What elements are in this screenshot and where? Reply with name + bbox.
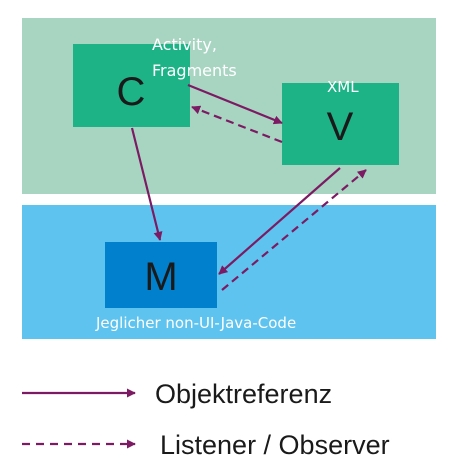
model-layer-band: [22, 205, 436, 339]
dashed-arrow-model-to-view: [221, 169, 367, 291]
legend-solid-label: Objektreferenz: [155, 379, 332, 409]
controller-caption-line-2: Fragments: [152, 61, 237, 80]
view-box: [282, 83, 399, 165]
arrow-controller-to-model: [130, 127, 163, 241]
model-caption: Jeglicher non-UI-Java-Code: [95, 314, 296, 332]
view-caption: XML: [327, 78, 359, 96]
controller-caption-line-1: Activity,: [152, 35, 217, 54]
model-letter: M: [144, 255, 177, 299]
legend-dashed-label: Listener / Observer: [160, 430, 390, 460]
controller-box: [73, 44, 190, 127]
arrow-controller-to-view: [187, 83, 283, 125]
dashed-arrow-view-to-controller: [191, 105, 283, 144]
view-letter: V: [327, 105, 354, 149]
model-box: [105, 242, 217, 308]
arrow-view-to-model: [218, 167, 341, 275]
controller-letter: C: [117, 70, 146, 114]
